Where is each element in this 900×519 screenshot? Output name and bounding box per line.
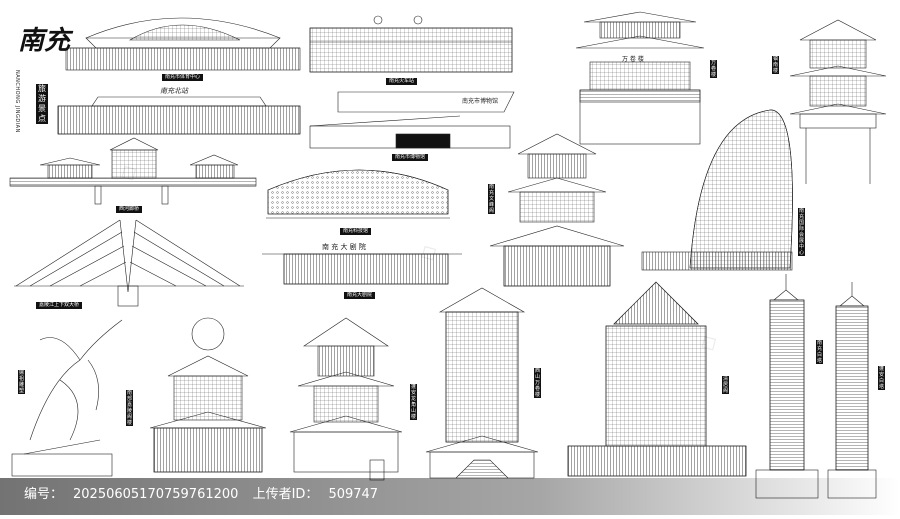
label-baita2: 蓬安白塔	[878, 366, 885, 390]
qinglong-tower-drawing	[289, 317, 403, 481]
label-qinglong: 蓬安龙角山楼	[410, 384, 417, 420]
label-sports-center: 南充市体育中心	[162, 74, 204, 81]
guoshi-tower-drawing	[425, 287, 539, 479]
label-baita: 南充白塔	[816, 340, 823, 364]
convention-center-drawing	[641, 109, 793, 271]
footer-uploader-value: 509747	[328, 487, 379, 502]
sign-north-station: 南充北站	[160, 87, 188, 95]
xihe-bridge-drawing	[9, 137, 257, 205]
museum-drawing	[309, 91, 515, 149]
cable-bridge-drawing	[14, 219, 244, 307]
label-railway-station: 南充火车站	[386, 78, 418, 85]
sign-pavilion: 万 卷 楼	[622, 56, 644, 63]
grand-theater-drawing	[262, 253, 462, 285]
label-theater: 南充大剧院	[344, 292, 376, 299]
label-tech-museum: 南充科技馆	[340, 228, 372, 235]
logo-pinyin: NANCHONG JINGDIAN	[14, 70, 20, 133]
footer-info: 编号： 20250605170759761200 上传者ID： 509747	[24, 483, 388, 502]
tech-museum-drawing	[266, 169, 450, 219]
label-zhenbei: 镇南楼	[772, 56, 779, 74]
label-qingju: 清居阁	[722, 376, 729, 394]
sign-theater: 南 充 大 剧 院	[322, 243, 366, 251]
footer-uploader-label: 上传者ID：	[252, 487, 319, 502]
label-tianya: 南部嘉陵阁楼	[126, 390, 133, 426]
footer-id-label: 编号：	[24, 487, 64, 502]
wenfeng-pagoda-drawing	[489, 133, 625, 287]
railway-station-drawing	[309, 15, 513, 73]
footer-id-value: 20250605170759761200	[73, 487, 239, 502]
label-xihe-bridge: 西河廊桥	[116, 206, 143, 213]
sphere-pavilion-drawing	[149, 317, 267, 473]
north-station-drawing	[57, 96, 301, 135]
footer-bar	[0, 478, 900, 515]
top-right-pavilion-drawing	[789, 19, 887, 184]
qingju-pavilion-drawing	[567, 281, 747, 477]
white-tower-2-drawing	[827, 282, 877, 499]
label-wenfeng: 南充文峰阁	[488, 184, 495, 214]
label-statue: 嫘祖雕塑	[18, 370, 25, 394]
white-tower-1-drawing	[755, 274, 819, 499]
sports-center-drawing	[65, 17, 301, 71]
label-jialing-bridge: 嘉陵江上下双大桥	[36, 302, 83, 309]
logo-subtitle: 旅游景点	[36, 84, 48, 124]
sign-museum: 南充市博物馆	[462, 98, 499, 105]
logo-title: 南充	[18, 26, 71, 56]
statue-drawing	[11, 319, 123, 477]
label-museum: 南充市博物馆	[392, 154, 429, 161]
label-guoshi: 西山万卷楼	[534, 368, 541, 398]
label-wanjuan: 万卷楼	[710, 60, 717, 78]
label-convention: 南充国际会展中心	[798, 208, 805, 256]
wanjuan-pavilion-drawing	[575, 11, 705, 145]
